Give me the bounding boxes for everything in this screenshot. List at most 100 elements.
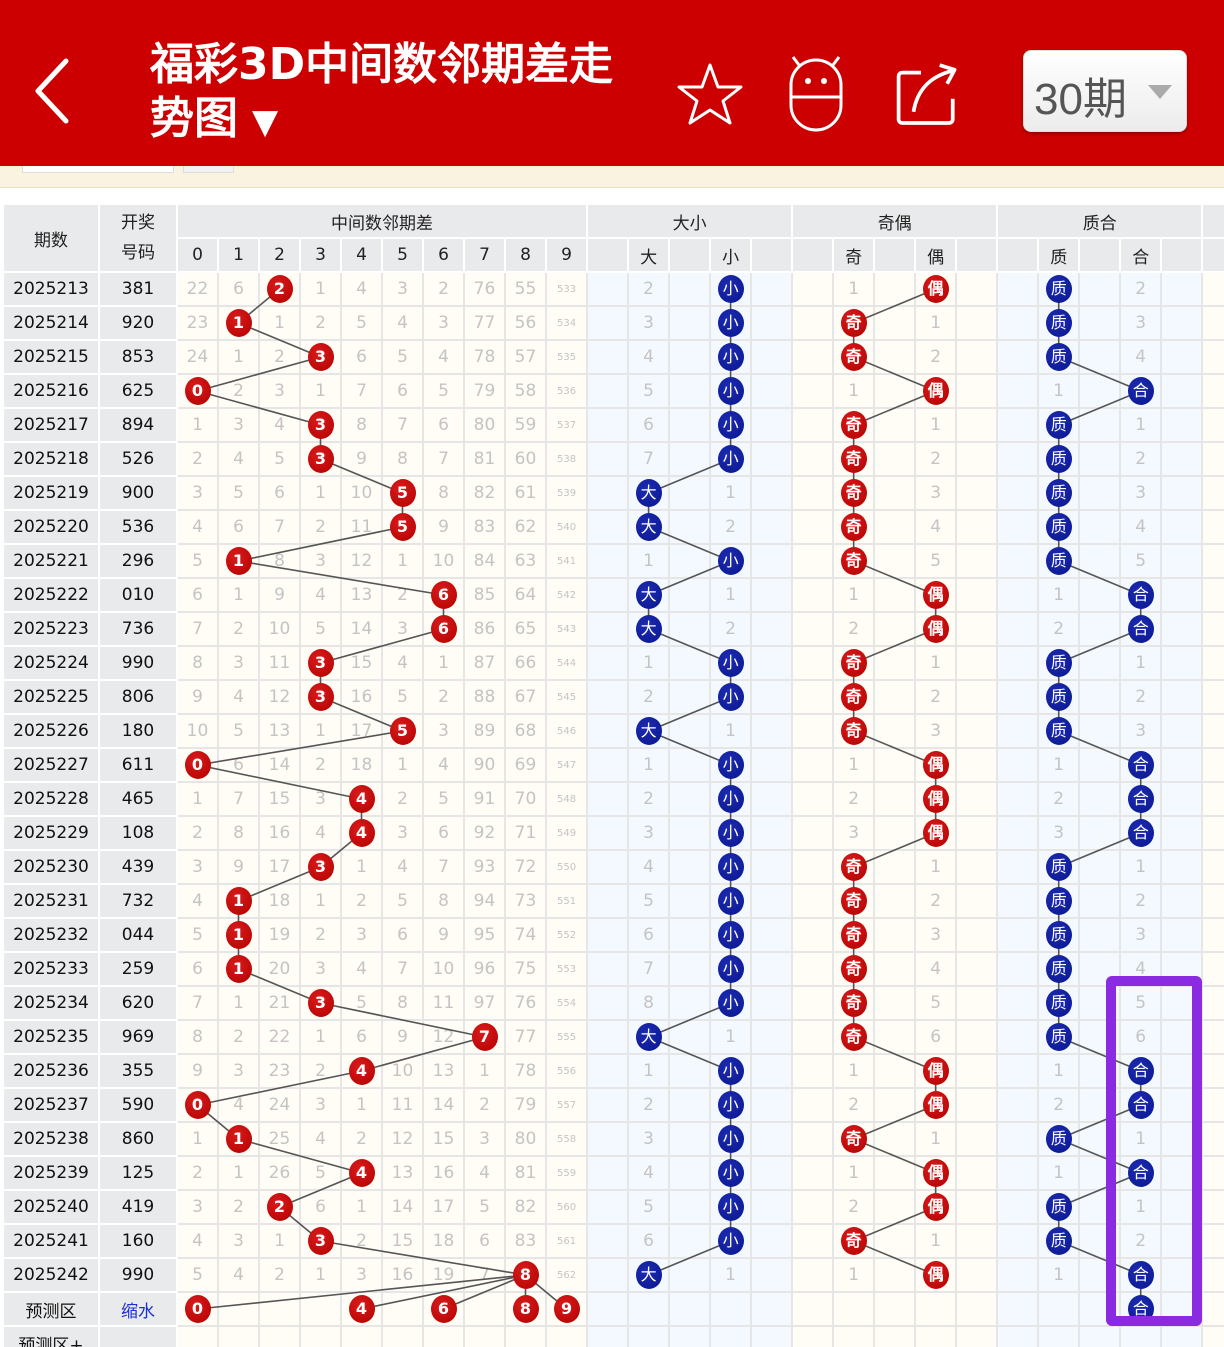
predict-cell[interactable] [1037,1291,1081,1327]
back-chevron-icon[interactable] [30,55,80,127]
predict-plus-cell[interactable] [586,1325,630,1347]
predict-plus-cell[interactable] [504,1325,547,1347]
spacer-cell [791,407,835,443]
predict-plus-cell[interactable] [955,1325,999,1347]
spacer-cell [791,883,835,919]
predict-cell[interactable] [955,1291,999,1327]
predict-cell[interactable] [996,1291,1040,1327]
page-title[interactable]: 福彩3D中间数邻期差走势图▼ [150,38,650,149]
shrink-link[interactable]: 缩水 [98,1291,178,1327]
spacer-cell [873,985,917,1021]
diff-cell: 550 [544,849,589,885]
diff-cell: 2 [422,679,465,715]
predict-cell[interactable] [832,1291,876,1327]
predict-cell[interactable] [1160,1291,1204,1327]
diff-cell: 6 [422,611,465,647]
diff-cell: 19 [258,917,301,953]
predict-plus-cell[interactable] [176,1325,219,1347]
predict-cell[interactable] [791,1291,835,1327]
predict-plus-cell[interactable] [627,1325,671,1347]
predict-diff-cell[interactable]: 4 [340,1291,383,1327]
predict-diff-cell[interactable]: 0 [176,1291,219,1327]
predict-cell[interactable] [1078,1291,1122,1327]
filter-input[interactable] [22,166,174,173]
predict-plus-cell[interactable] [299,1325,342,1347]
predict-cell[interactable] [873,1291,917,1327]
predict-diff-cell[interactable]: 8 [504,1291,547,1327]
predict-diff-cell[interactable] [258,1291,301,1327]
period-cell: 2025216 [2,373,100,409]
spacer-cell [750,1087,794,1123]
draw-cell: 990 [98,645,178,681]
spacer-cell [668,985,712,1021]
predict-cell[interactable] [709,1291,753,1327]
period-cell: 2025230 [2,849,100,885]
spacer-cell [1078,1189,1122,1225]
predict-cell[interactable]: 合 [1119,1291,1163,1327]
parity-hit-ball: 偶 [922,275,949,303]
diff-cell: 6 [422,577,465,613]
predict-diff-cell[interactable] [463,1291,506,1327]
diff-cell: 9 [340,441,383,477]
predict-cell[interactable] [627,1291,671,1327]
share-icon[interactable] [893,55,963,135]
predict-plus-cell[interactable] [1037,1325,1081,1347]
title-dropdown-caret-icon[interactable]: ▼ [252,102,279,142]
predict-diff-cell[interactable]: 9 [544,1291,589,1327]
predict-plus-cell[interactable] [1119,1325,1163,1347]
predict-diff-cell[interactable] [299,1291,342,1327]
predict-plus-cell[interactable] [873,1325,917,1347]
diff-cell: 3 [299,407,342,443]
spacer-cell [1160,611,1204,647]
predict-cell[interactable] [586,1291,630,1327]
spacer-cell [873,475,917,511]
prime-cell: 1 [1037,577,1081,613]
predict-plus-cell[interactable] [217,1325,260,1347]
predict-plus-cell[interactable] [996,1325,1040,1347]
star-icon[interactable] [675,55,745,135]
predict-cell[interactable] [750,1291,794,1327]
predict-plus-cell[interactable] [340,1325,383,1347]
parity-hit-ball: 奇 [840,683,867,711]
predict-plus-cell[interactable] [750,1325,794,1347]
predict-diff-cell[interactable] [217,1291,260,1327]
predict-diff-cell[interactable] [381,1291,424,1327]
predict-plus-cell[interactable] [668,1325,712,1347]
predict-cell[interactable] [668,1291,712,1327]
spacer-cell [996,1257,1040,1293]
spacer-cell [873,1087,917,1123]
draw-cell: 010 [98,577,178,613]
predict-plus-cell[interactable] [791,1325,835,1347]
predict-diff-cell[interactable]: 6 [422,1291,465,1327]
spacer-cell [668,475,712,511]
size-cell: 小 [709,305,753,341]
diff-cell: 24 [176,339,219,375]
predict-plus-cell[interactable] [1160,1325,1204,1347]
predict-plus-cell[interactable] [422,1325,465,1347]
diff-cell: 551 [544,883,589,919]
predict-plus-cell[interactable] [463,1325,506,1347]
draw-cell: 355 [98,1053,178,1089]
predict-plus-cell[interactable] [914,1325,958,1347]
spacer-cell [750,475,794,511]
predict-plus-cell[interactable] [1078,1325,1122,1347]
predict-plus-cell[interactable] [544,1325,589,1347]
predict-plus-cell[interactable] [832,1325,876,1347]
period-count-select[interactable]: 30期 [1023,50,1187,132]
spacer-cell [996,1189,1040,1225]
size-hit-ball: 大 [635,1023,662,1051]
robot-icon[interactable] [781,55,851,135]
diff-cell: 82 [463,475,506,511]
diff-cell: 5 [258,441,301,477]
predict-plus-cell[interactable] [709,1325,753,1347]
diff-cell: 64 [504,577,547,613]
predict-cell[interactable] [914,1291,958,1327]
period-cell: 2025228 [2,781,100,817]
spacer-cell [750,1257,794,1293]
filter-button[interactable] [183,166,234,173]
predict-plus-cell[interactable] [258,1325,301,1347]
predict-plus-cell[interactable] [381,1325,424,1347]
period-cell: 2025233 [2,951,100,987]
